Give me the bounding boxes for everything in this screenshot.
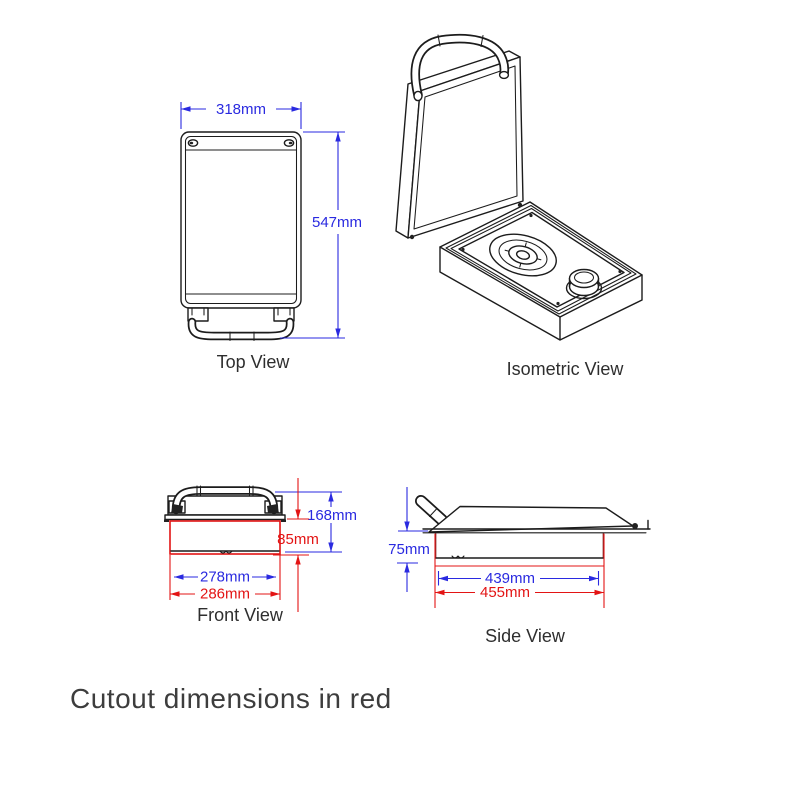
dim-top-width: 318mm <box>180 101 302 129</box>
front-body-cutout <box>169 520 281 555</box>
dim-side-inner-length-text: 439mm <box>485 570 535 587</box>
iso-burner <box>489 233 557 277</box>
dim-front-cutout-depth: 85mm <box>273 478 319 612</box>
dim-top-height: 547mm <box>280 131 362 339</box>
hinge-screw-right <box>283 139 295 147</box>
dim-front-cutout-depth-text: 85mm <box>277 531 319 548</box>
side-lid <box>428 505 634 533</box>
top-view-label: Top View <box>217 352 291 372</box>
iso-lid <box>395 50 524 239</box>
dim-front-overall-height-text: 168mm <box>307 507 357 524</box>
iso-handle <box>410 33 510 102</box>
top-lid-inner <box>184 135 298 305</box>
side-view-label: Side View <box>485 626 566 646</box>
front-flange-foot-right <box>281 519 286 522</box>
cutout-note: Cutout dimensions in red <box>70 683 392 714</box>
side-view-drawing: 439mm 455mm 75mm Side View <box>388 487 651 646</box>
front-handle <box>168 485 282 515</box>
front-view-drawing: 278mm 286mm 168mm 85mm Front View <box>164 478 357 625</box>
iso-control-knob <box>565 268 603 300</box>
dim-side-cutout-length: 455mm <box>435 584 604 601</box>
top-handle <box>187 307 295 342</box>
side-flange <box>422 519 651 534</box>
dim-side-cutout-length-text: 455mm <box>480 584 530 601</box>
side-body <box>434 533 605 559</box>
dim-top-width-text: 318mm <box>216 101 266 118</box>
dim-front-inner-width-text: 278mm <box>200 569 250 586</box>
iso-hinge-right <box>517 202 523 208</box>
dim-front-overall-height: 168mm <box>275 491 357 553</box>
hinge-screw-left <box>187 139 199 147</box>
front-flange <box>164 514 286 521</box>
side-cutout-lines <box>434 534 605 608</box>
dim-side-insert-depth: 75mm <box>388 487 430 592</box>
dim-front-cutout-width-text: 286mm <box>200 586 250 603</box>
dim-side-insert-depth-text: 75mm <box>388 541 430 558</box>
isometric-view-label: Isometric View <box>507 359 625 379</box>
top-view-drawing: 318mm 547mm Top View <box>180 101 362 372</box>
top-lid-outline <box>180 131 302 309</box>
front-body-valve <box>219 550 233 554</box>
side-hinge-dot <box>632 523 638 529</box>
dim-side-inner-length: 439mm <box>437 570 600 587</box>
dim-front-cutout-width: 286mm <box>170 586 280 603</box>
isometric-view-drawing: Isometric View <box>395 33 643 379</box>
front-flange-foot-left <box>164 519 169 522</box>
dim-top-height-text: 547mm <box>312 214 362 231</box>
side-handle-tip <box>415 495 448 526</box>
dim-front-inner-width: 278mm <box>174 569 276 586</box>
iso-hinge-left <box>409 234 415 240</box>
front-view-label: Front View <box>197 605 284 625</box>
